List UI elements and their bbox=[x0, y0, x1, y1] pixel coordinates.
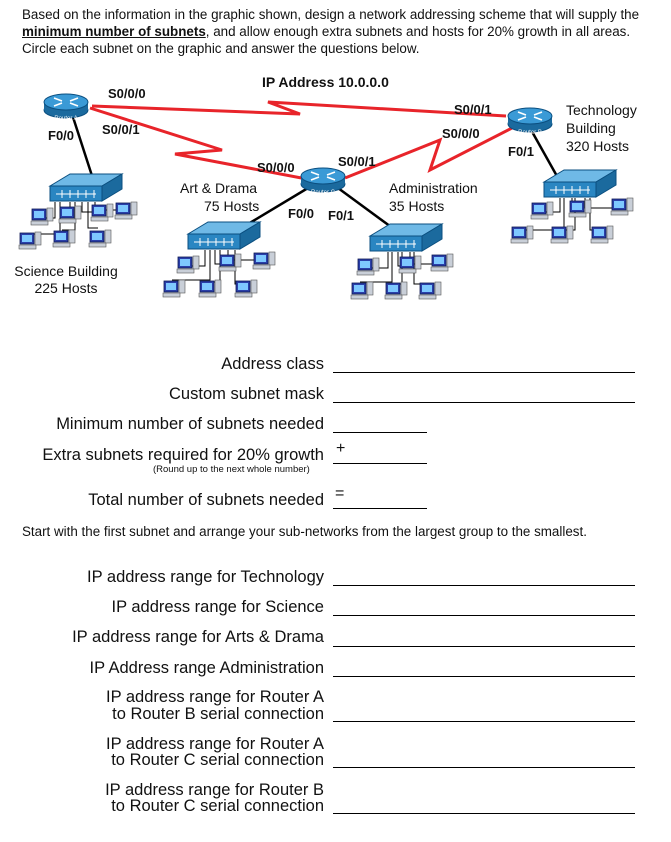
router-a-icon bbox=[43, 93, 89, 119]
total-subnets-label: Total number of subnets needed bbox=[88, 491, 324, 509]
computer-icon bbox=[52, 229, 76, 248]
network-diagram: Router A Router B Router C IP Address bbox=[0, 70, 671, 315]
computer-icon bbox=[162, 279, 186, 298]
range-a-b-label-line2: to Router B serial connection bbox=[112, 705, 324, 723]
serial-link-a-b bbox=[91, 100, 507, 118]
router-b-tag: Router B bbox=[518, 130, 542, 136]
range-a-c-label-line1: IP address range for Router A bbox=[106, 735, 324, 753]
tech-name-line2: Building bbox=[566, 120, 616, 136]
router-b-icon bbox=[507, 107, 553, 133]
address-class-label: Address class bbox=[221, 355, 324, 373]
equals-sign: = bbox=[335, 485, 345, 502]
range-a-b-answer-line[interactable] bbox=[333, 721, 635, 722]
serial-link-a-c bbox=[89, 106, 313, 182]
range-b-c-label-line1: IP address range for Router B bbox=[105, 781, 324, 799]
range-admin-label: IP Address range Administration bbox=[89, 659, 325, 677]
computer-icon bbox=[198, 279, 222, 298]
router-c-f01-label: F0/1 bbox=[328, 208, 355, 223]
tech-name-line1: Technology bbox=[566, 102, 637, 118]
computer-icon bbox=[176, 255, 200, 274]
router-b-f01-label: F0/1 bbox=[508, 144, 535, 159]
range-a-c-label-line2: to Router C serial connection bbox=[111, 751, 324, 769]
computer-icon bbox=[218, 253, 242, 272]
router-a-s000-label: S0/0/0 bbox=[108, 86, 146, 101]
instructions-paragraph: Based on the information in the graphic … bbox=[22, 7, 640, 56]
plus-sign: + bbox=[336, 440, 346, 457]
range-science-answer-line[interactable] bbox=[333, 615, 635, 616]
network-topology-svg: Router A Router B Router C bbox=[18, 93, 634, 300]
computer-icon bbox=[88, 229, 112, 248]
router-a-s001-label: S0/0/1 bbox=[102, 122, 140, 137]
round-up-note: (Round up to the next whole number) bbox=[153, 464, 310, 475]
art-drama-hosts: 75 Hosts bbox=[204, 198, 260, 214]
range-b-c-label-line2: to Router C serial connection bbox=[111, 797, 324, 815]
computer-icon bbox=[356, 257, 380, 276]
min-subnets-label: Minimum number of subnets needed bbox=[56, 415, 324, 433]
computer-icon bbox=[114, 201, 138, 220]
range-science-label: IP address range for Science bbox=[111, 598, 325, 616]
science-switch bbox=[49, 173, 123, 202]
science-name: Science Building bbox=[14, 263, 118, 279]
range-arts-answer-line[interactable] bbox=[333, 646, 635, 647]
tech-hosts: 320 Hosts bbox=[566, 138, 630, 154]
emphasis-min-subnets: minimum number of subnets bbox=[22, 24, 206, 39]
router-c-s000-label: S0/0/0 bbox=[257, 160, 295, 175]
router-a-f00-label: F0/0 bbox=[48, 128, 75, 143]
computer-icon bbox=[384, 281, 408, 300]
range-a-c-answer-line[interactable] bbox=[333, 767, 635, 768]
router-a-tag: Router A bbox=[54, 116, 77, 122]
arrange-instruction: Start with the first subnet and arrange … bbox=[22, 524, 587, 539]
ethernet-b-tech bbox=[528, 127, 560, 179]
computer-icon bbox=[18, 231, 42, 250]
ip-address-title: IP Address 10.0.0.0 bbox=[262, 74, 389, 90]
range-tech-label: IP address range for Technology bbox=[87, 568, 324, 586]
custom-mask-answer-line[interactable] bbox=[333, 402, 635, 403]
computer-icon bbox=[568, 199, 592, 218]
computer-icon bbox=[398, 255, 422, 274]
router-b-s000-label: S0/0/0 bbox=[442, 126, 480, 141]
extra-subnets-label: Extra subnets required for 20% growth bbox=[42, 446, 324, 464]
computer-icon bbox=[430, 253, 454, 272]
computer-icon bbox=[550, 225, 574, 244]
computer-icon bbox=[30, 207, 54, 226]
computer-icon bbox=[510, 225, 534, 244]
range-b-c-answer-line[interactable] bbox=[333, 813, 635, 814]
custom-mask-label: Custom subnet mask bbox=[169, 385, 324, 403]
computer-icon bbox=[58, 205, 82, 224]
admin-hosts: 35 Hosts bbox=[389, 198, 445, 214]
admin-name: Administration bbox=[389, 180, 478, 196]
router-c-f00-label: F0/0 bbox=[288, 206, 315, 221]
admin-switch bbox=[369, 223, 443, 252]
router-b-s001-label: S0/0/1 bbox=[454, 102, 492, 117]
art-switch bbox=[187, 221, 261, 250]
science-hosts: 225 Hosts bbox=[34, 280, 98, 296]
min-subnets-answer-line[interactable] bbox=[333, 432, 427, 433]
range-tech-answer-line[interactable] bbox=[333, 585, 635, 586]
range-arts-label: IP address range for Arts & Drama bbox=[72, 628, 324, 646]
computer-icon bbox=[252, 251, 276, 270]
computer-icon bbox=[350, 281, 374, 300]
computer-icon bbox=[610, 197, 634, 216]
address-class-answer-line[interactable] bbox=[333, 372, 635, 373]
router-c-s001-label: S0/0/1 bbox=[338, 154, 376, 169]
computer-icon bbox=[234, 279, 258, 298]
ethernet-a-science bbox=[70, 113, 96, 183]
extra-subnets-answer-line[interactable] bbox=[333, 463, 427, 464]
total-subnets-answer-line[interactable] bbox=[333, 508, 427, 509]
computer-icon bbox=[530, 201, 554, 220]
computer-icon bbox=[590, 225, 614, 244]
computer-icon bbox=[418, 281, 442, 300]
computer-icon bbox=[90, 203, 114, 222]
router-c-icon bbox=[300, 167, 346, 193]
range-a-b-label-line1: IP address range for Router A bbox=[106, 688, 324, 706]
range-admin-answer-line[interactable] bbox=[333, 676, 635, 677]
art-drama-name: Art & Drama bbox=[180, 180, 258, 196]
serial-link-b-c bbox=[344, 126, 513, 180]
router-c-tag: Router C bbox=[311, 190, 336, 196]
